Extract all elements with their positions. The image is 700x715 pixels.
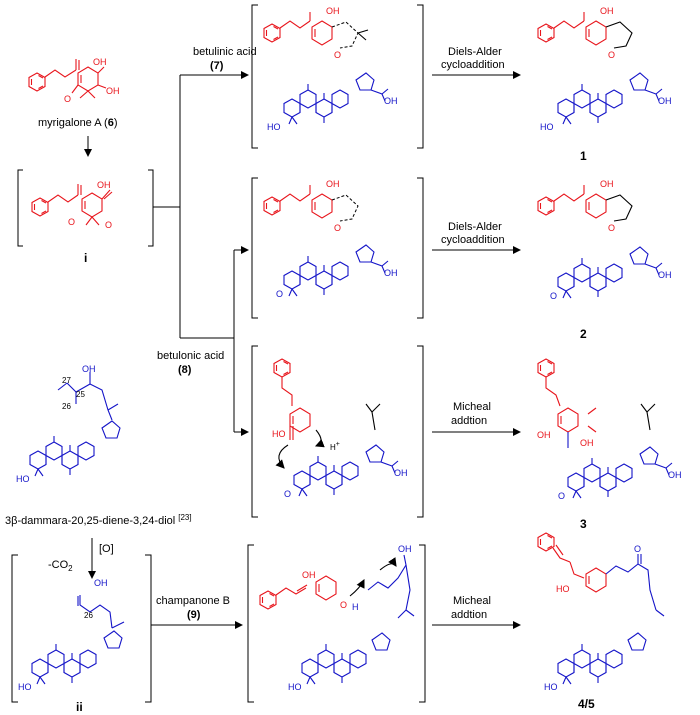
atom-o: O bbox=[64, 94, 71, 104]
reaction-label: Diels-Alder bbox=[448, 46, 502, 58]
atom-oh: OH bbox=[658, 96, 672, 106]
atom-o: O bbox=[340, 600, 347, 610]
reagent-oxidation: [O] bbox=[99, 543, 114, 555]
atom-o: O bbox=[550, 291, 557, 301]
myrigalone-structure bbox=[28, 59, 107, 99]
atom-h-plus: H+ bbox=[330, 441, 340, 452]
atom-oh: OH bbox=[658, 270, 672, 280]
compound-label-i: i bbox=[84, 251, 87, 265]
carbon-number: 25 bbox=[76, 390, 85, 399]
reaction-label: Micheal bbox=[453, 595, 491, 607]
atom-ho: HO bbox=[544, 682, 558, 692]
intermediate-ii-structure bbox=[31, 595, 125, 687]
compound-label-6: myrigalone A (6) bbox=[38, 117, 118, 129]
ts3-structure bbox=[273, 358, 399, 499]
ts2-bracket bbox=[251, 177, 424, 319]
atom-ho: HO bbox=[16, 474, 30, 484]
atom-o: O bbox=[634, 544, 641, 554]
atom-o: O bbox=[608, 223, 615, 233]
atom-oh: OH bbox=[398, 544, 412, 554]
atom-o: O bbox=[558, 491, 565, 501]
atom-o: O bbox=[284, 489, 291, 499]
atom-ho: HO bbox=[272, 429, 286, 439]
reaction-label: addtion bbox=[451, 609, 487, 621]
atom-oh: OH bbox=[94, 578, 108, 588]
atom-oh: OH bbox=[106, 86, 120, 96]
atom-ho: HO bbox=[288, 682, 302, 692]
atom-oh: OH bbox=[93, 57, 107, 67]
reagent-9: (9) bbox=[187, 609, 201, 621]
atom-oh: OH bbox=[384, 96, 398, 106]
compound-label-dammara: 3β-dammara-20,25-diene-3,24-diol [23] bbox=[5, 513, 192, 527]
ts2-structure bbox=[263, 185, 389, 299]
intermediate-ii-bracket bbox=[11, 554, 152, 703]
compound-label-1: 1 bbox=[580, 149, 587, 163]
atom-o: O bbox=[334, 50, 341, 60]
atom-oh: OH bbox=[384, 268, 398, 278]
reagent-8: (8) bbox=[178, 364, 192, 376]
atom-ho: HO bbox=[556, 584, 570, 594]
ts4-structure bbox=[259, 554, 415, 687]
reaction-label: Diels-Alder bbox=[448, 221, 502, 233]
atom-ho: HO bbox=[540, 122, 554, 132]
dammara-structure bbox=[29, 372, 121, 479]
compound-label-3: 3 bbox=[580, 517, 587, 531]
atom-h: H bbox=[352, 602, 359, 612]
atom-o: O bbox=[68, 217, 75, 227]
branch-lines bbox=[153, 71, 249, 436]
reaction-label: cycloaddition bbox=[441, 234, 505, 246]
atom-oh: OH bbox=[326, 179, 340, 189]
atom-oh: OH bbox=[82, 364, 96, 374]
ts3-bracket bbox=[251, 345, 424, 518]
atom-oh: OH bbox=[97, 180, 111, 190]
reaction-label: addtion bbox=[451, 415, 487, 427]
intermediate-i-bracket bbox=[17, 169, 154, 247]
reagent-betulinic-acid: betulinic acid bbox=[193, 46, 257, 58]
atom-oh: OH bbox=[302, 570, 316, 580]
intermediate-i-structure bbox=[31, 184, 113, 226]
atom-oh: OH bbox=[580, 438, 594, 448]
ts4-bracket bbox=[247, 544, 426, 703]
atom-oh: OH bbox=[326, 6, 340, 16]
atom-o: O bbox=[105, 220, 112, 230]
reaction-label: cycloaddition bbox=[441, 59, 505, 71]
carbon-number: 27 bbox=[62, 376, 71, 385]
atom-o: O bbox=[276, 289, 283, 299]
reagent-betulonic-acid: betulonic acid bbox=[157, 350, 224, 362]
atom-o: O bbox=[608, 50, 615, 60]
product-45-structure bbox=[537, 532, 665, 687]
atom-oh: OH bbox=[600, 179, 614, 189]
product-2-structure bbox=[537, 185, 663, 301]
reagent-7: (7) bbox=[210, 60, 224, 72]
reagent-decarboxylation: -CO2 bbox=[48, 559, 73, 573]
ts1-bracket bbox=[251, 4, 424, 149]
carbon-number: 26 bbox=[84, 611, 93, 620]
compound-label-4-5: 4/5 bbox=[578, 697, 595, 711]
compound-label-ii: ii bbox=[76, 700, 83, 714]
atom-o: O bbox=[334, 223, 341, 233]
reagent-champanone-b: champanone B bbox=[156, 595, 230, 607]
reaction-label: Micheal bbox=[453, 401, 491, 413]
atom-ho: HO bbox=[18, 682, 32, 692]
product-3-structure bbox=[537, 358, 673, 501]
ts1-structure bbox=[263, 12, 389, 127]
atom-oh: OH bbox=[600, 6, 614, 16]
carbon-number: 26 bbox=[62, 402, 71, 411]
compound-label-2: 2 bbox=[580, 327, 587, 341]
atom-ho: HO bbox=[267, 122, 281, 132]
atom-oh: OH bbox=[537, 430, 551, 440]
atom-oh: OH bbox=[394, 468, 408, 478]
atom-oh: OH bbox=[668, 470, 682, 480]
product-1-structure bbox=[537, 12, 663, 127]
